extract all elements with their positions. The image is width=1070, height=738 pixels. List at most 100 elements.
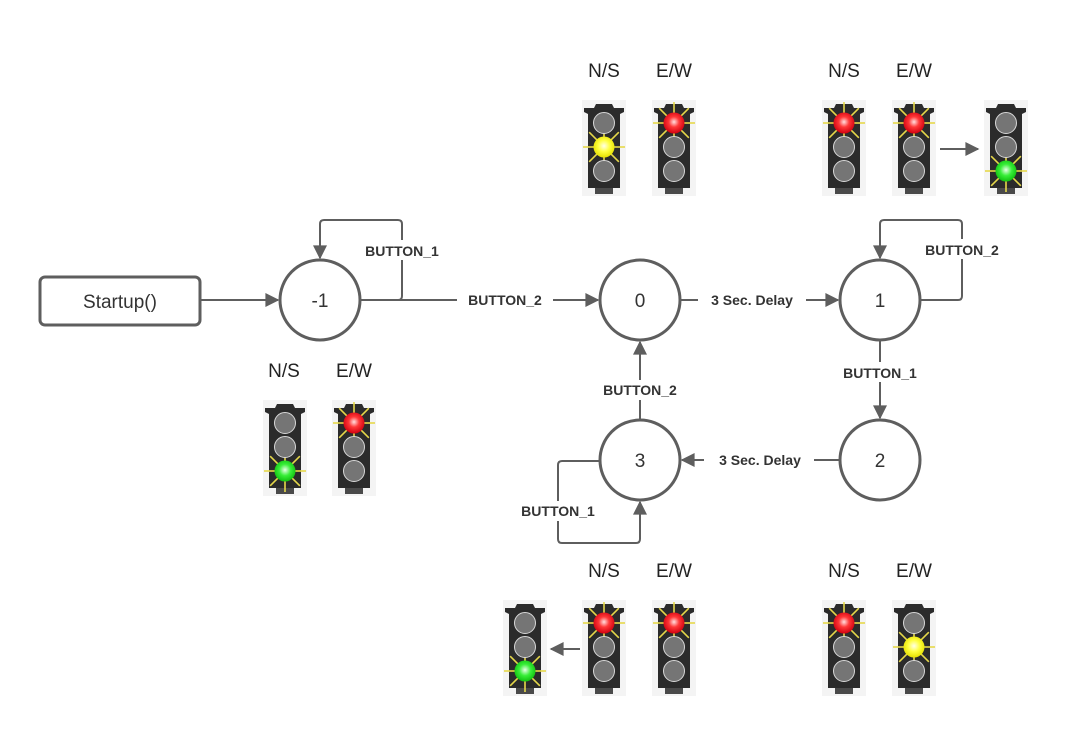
green-lamp-lit (995, 160, 1017, 182)
red-lamp (514, 612, 536, 634)
light-group-state-3: N/S E/W (503, 561, 696, 696)
yellow-lamp (833, 636, 855, 658)
state-node-minus-1: -1 (278, 258, 362, 342)
green-lamp (833, 160, 855, 182)
yellow-lamp (833, 136, 855, 158)
edge-label-s3-to-s0: BUTTON_2 (603, 382, 677, 398)
red-lamp (274, 412, 296, 434)
next-traffic-light-icon (984, 100, 1028, 196)
red-lamp-lit (833, 112, 855, 134)
green-lamp (833, 660, 855, 682)
ew-traffic-light-icon (892, 100, 936, 196)
ew-traffic-light-icon (652, 100, 696, 196)
edge-s3-self-loop (557, 460, 647, 544)
green-lamp (903, 660, 925, 682)
yellow-lamp (514, 636, 536, 658)
states: -1 0 1 2 3 (278, 258, 922, 502)
light-base (665, 188, 683, 194)
green-lamp (593, 160, 615, 182)
state-label: 1 (875, 291, 886, 312)
edge-label-s2-to-s3: 3 Sec. Delay (719, 452, 801, 468)
ew-label: E/W (896, 561, 932, 582)
light-group-state-minus-1: N/S E/W (263, 361, 376, 496)
startup-label: Startup() (83, 292, 157, 313)
ew-label: E/W (336, 361, 372, 382)
glow-rays (583, 602, 625, 644)
state-node-3: 3 (598, 418, 682, 502)
glow-rays (264, 450, 306, 492)
ns-label: N/S (268, 361, 300, 382)
glow-rays (504, 650, 546, 692)
ns-label: N/S (588, 61, 620, 82)
red-lamp (903, 612, 925, 634)
light-group-state-0: N/S E/W (582, 61, 696, 196)
ew-traffic-light-icon (892, 600, 936, 696)
edge-label-s-1-self: BUTTON_1 (365, 243, 439, 259)
ns-traffic-light-icon (822, 600, 866, 696)
ns-traffic-light-icon (822, 100, 866, 196)
state-node-0: 0 (598, 258, 682, 342)
ew-label: E/W (656, 61, 692, 82)
light-base (595, 188, 613, 194)
yellow-lamp (274, 436, 296, 458)
red-lamp-lit (833, 612, 855, 634)
edge-label-s-1-to-s0: BUTTON_2 (468, 292, 542, 308)
ew-traffic-light-icon (652, 600, 696, 696)
edge-label-s0-to-s1: 3 Sec. Delay (711, 292, 793, 308)
glow-rays (893, 626, 935, 668)
ew-traffic-light-icon (332, 400, 376, 496)
light-hood (584, 104, 624, 114)
state-label: -1 (312, 291, 329, 312)
yellow-lamp-lit (903, 636, 925, 658)
red-lamp-lit (903, 112, 925, 134)
red-lamp-lit (593, 612, 615, 634)
yellow-lamp (663, 636, 685, 658)
edge-label-s1-to-s2: BUTTON_1 (843, 365, 917, 381)
yellow-lamp (663, 136, 685, 158)
ns-traffic-light-icon (582, 100, 626, 196)
ns-label: N/S (828, 561, 860, 582)
yellow-lamp (903, 136, 925, 158)
red-lamp-lit (343, 412, 365, 434)
ns-traffic-light-icon (263, 400, 307, 496)
ew-label: E/W (656, 561, 692, 582)
edge-label-s1-self: BUTTON_2 (925, 242, 999, 258)
red-lamp-lit (663, 612, 685, 634)
yellow-lamp (593, 636, 615, 658)
light-hood (894, 604, 934, 614)
light-hood (986, 104, 1026, 114)
green-lamp (663, 160, 685, 182)
state-label: 3 (635, 451, 646, 472)
state-label: 0 (635, 291, 646, 312)
red-lamp (593, 112, 615, 134)
green-lamp-lit (514, 660, 536, 682)
light-hood (505, 604, 545, 614)
light-base (595, 688, 613, 694)
yellow-lamp (995, 136, 1017, 158)
light-base (835, 688, 853, 694)
light-base (345, 488, 363, 494)
ew-label: E/W (896, 61, 932, 82)
light-base (665, 688, 683, 694)
green-lamp (663, 660, 685, 682)
state-node-1: 1 (838, 258, 922, 342)
ns-label: N/S (828, 61, 860, 82)
light-group-state-1: N/S E/W (822, 61, 1028, 196)
next-traffic-light-icon (503, 600, 547, 696)
state-node-2: 2 (838, 418, 922, 502)
green-lamp-lit (274, 460, 296, 482)
yellow-lamp-lit (593, 136, 615, 158)
red-lamp (995, 112, 1017, 134)
light-base (905, 688, 923, 694)
edge-s1-self-loop (873, 219, 963, 301)
edge-labels: BUTTON_1 BUTTON_2 3 Sec. Delay BUTTON_2 … (352, 239, 1012, 521)
green-lamp (903, 160, 925, 182)
green-lamp (343, 460, 365, 482)
light-hood (265, 404, 305, 414)
ns-label: N/S (588, 561, 620, 582)
yellow-lamp (343, 436, 365, 458)
ns-traffic-light-icon (582, 600, 626, 696)
edge-label-s3-self: BUTTON_1 (521, 503, 595, 519)
state-label: 2 (875, 451, 886, 472)
